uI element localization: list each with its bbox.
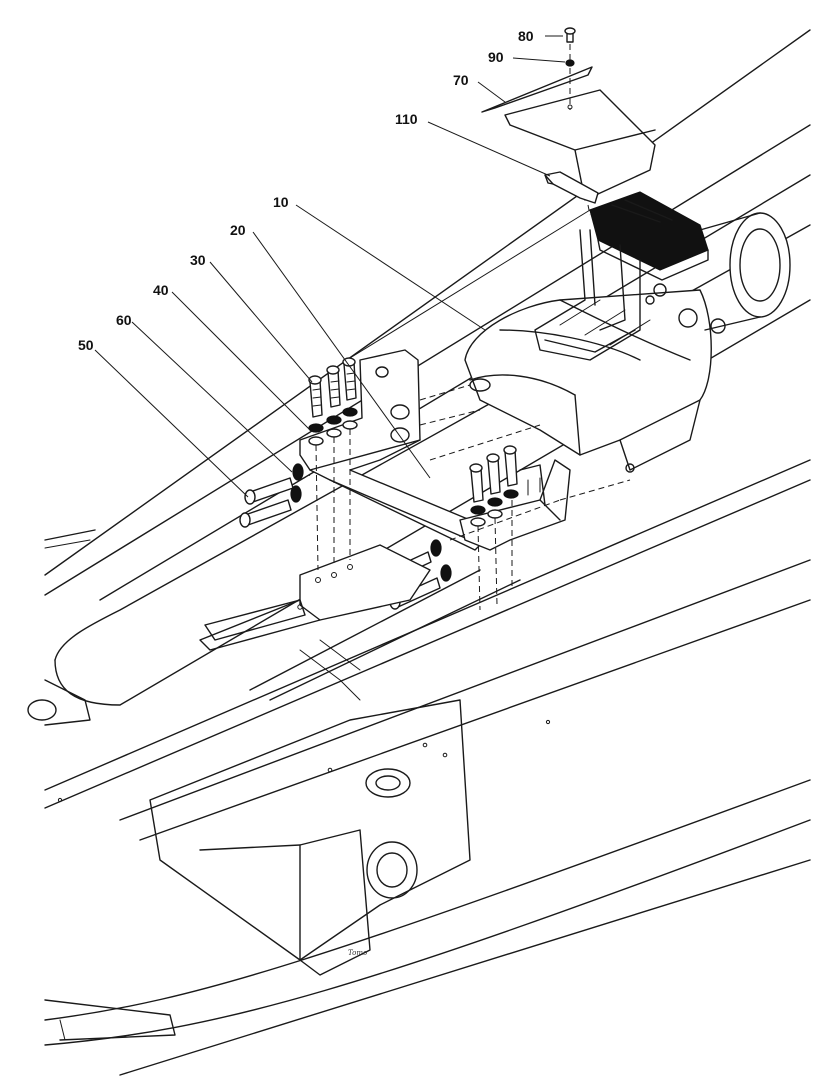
callout-20: 20 <box>230 222 246 238</box>
battery-box <box>534 191 709 361</box>
lower-mount-plate <box>204 544 431 641</box>
callout-labels: 80 90 70 110 10 20 30 40 60 50 <box>78 28 534 353</box>
frame-rail-assembly <box>27 29 811 1076</box>
callout-50: 50 <box>78 337 94 353</box>
callout-10: 10 <box>273 194 289 210</box>
clip-part-110 <box>544 171 599 204</box>
callout-90: 90 <box>488 49 504 65</box>
bolts-part-50 <box>239 463 452 610</box>
assembly-guide-lines <box>299 44 631 611</box>
bolts-right-group <box>469 445 519 527</box>
callout-leaders <box>94 35 591 498</box>
callout-80: 80 <box>518 28 534 44</box>
callout-40: 40 <box>153 282 169 298</box>
washer-part-90 <box>565 59 575 67</box>
callout-70: 70 <box>453 72 469 88</box>
shield-part-70 <box>481 66 656 201</box>
callout-110: 110 <box>395 111 418 127</box>
drafter-signature: Tomo <box>348 949 367 957</box>
callout-60: 60 <box>116 312 132 328</box>
bolt-part-80 <box>564 27 576 43</box>
engine-housing <box>464 212 791 473</box>
callout-30: 30 <box>190 252 206 268</box>
